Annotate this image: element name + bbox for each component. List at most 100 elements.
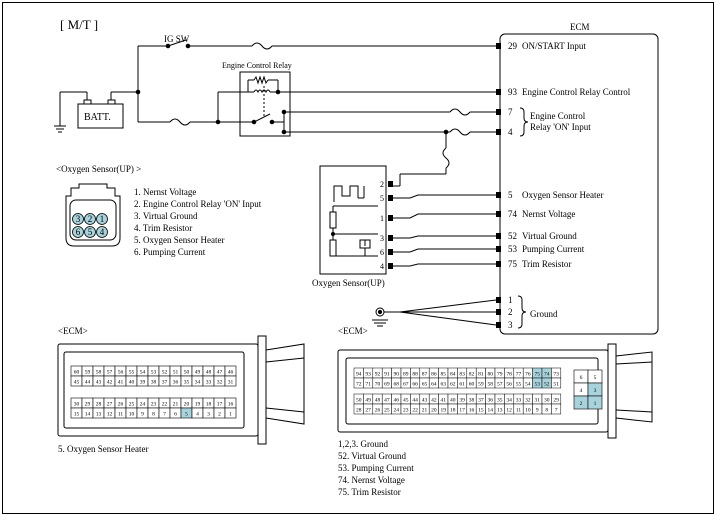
ecm-right-cell-number: 12	[506, 408, 512, 414]
ecm-left-cell-number: 49	[195, 370, 201, 376]
ecm-right-cell-number: 93	[365, 372, 371, 378]
ecm-right-cell-number: 67	[403, 382, 409, 388]
sensor-pin-terminal	[388, 215, 393, 221]
ecm-right-cell-number: 18	[450, 408, 456, 414]
ecm-right-cell-number: 77	[516, 372, 522, 378]
ecm-left-cell-number: 15	[74, 412, 80, 418]
ecm-right-cell-number: 45	[403, 398, 409, 404]
ecm-left-cell-number: 38	[151, 380, 157, 386]
ecm-left-cell	[224, 407, 237, 419]
ecm-pin-number: 4	[508, 127, 513, 137]
ecm-left-cell-number: 20	[184, 402, 190, 408]
ecm-left-cell-number: 58	[96, 370, 102, 376]
ecm-right-cell-number: 87	[422, 372, 428, 378]
ecm-right-cell-number: 22	[412, 408, 418, 414]
ecm-left-cell-number: 36	[173, 380, 179, 386]
ecm-pin-number: 74	[508, 209, 518, 219]
ecm-left-cell-number: 3	[207, 412, 210, 418]
sensor-legend-item: 2. Engine Control Relay 'ON' Input	[134, 199, 262, 209]
ecm-left-cell-number: 6	[174, 412, 177, 418]
ecm-right-cell-number: 90	[394, 372, 400, 378]
ecm-left-cell-number: 43	[96, 380, 102, 386]
battery-wiring	[124, 46, 254, 126]
ecm-left-cell-number: 46	[228, 370, 234, 376]
ecm-right-cell-number: 52	[544, 382, 550, 388]
ecm-right-legend-item: 52. Virtual Ground	[338, 451, 407, 461]
ecm-left-cell-number: 18	[206, 402, 212, 408]
ecm-right-cell	[551, 403, 562, 415]
sensor-pin-number: 3	[380, 234, 384, 243]
ecm-right-cell-number: 7	[555, 408, 558, 414]
sensor-wire	[393, 213, 496, 219]
sensor-pin-number: 5	[380, 194, 384, 203]
ecm-left-cell-number: 22	[162, 402, 168, 408]
ecm-right-cell-number: 31	[535, 398, 541, 404]
relay-label: Engine Control Relay	[222, 61, 292, 70]
ecm-right-cell-number: 26	[375, 408, 381, 414]
ecm-right-cell-number: 71	[365, 382, 371, 388]
ecm-pin-number: 52	[508, 231, 517, 241]
ecm-left-cell-number: 26	[118, 402, 124, 408]
ecm-right-cell-number: 92	[375, 372, 381, 378]
ecm-left-cell-number: 50	[184, 370, 190, 376]
outer-frame	[2, 2, 714, 514]
ground-label: Ground	[530, 309, 558, 319]
ecm-pin-number: 3	[508, 320, 513, 330]
sensor-connector-pin-number: 3	[76, 214, 81, 224]
ecm-right-cell-number: 35	[497, 398, 503, 404]
ecm-right-side-cell-number: 4	[580, 388, 583, 394]
ecm-right-cell-number: 91	[384, 372, 390, 378]
ecm-right-cell-number: 21	[422, 408, 428, 414]
ecm-right-cell-number: 83	[459, 372, 465, 378]
ecm-left-cell-number: 37	[162, 380, 168, 386]
ecm-left-cell-number: 2	[218, 412, 221, 418]
ecm-right-legend-item: 53. Pumping Current	[338, 463, 414, 473]
ecm-left-cell-number: 42	[107, 380, 113, 386]
ig-sw-label: IG SW	[164, 34, 190, 44]
oxygen-sensor	[319, 165, 387, 275]
ecm-left-cell-number: 39	[140, 380, 146, 386]
sensor-connector-title: <Oxygen Sensor(UP) >	[56, 164, 141, 174]
ecm-right-cell-number: 70	[375, 382, 381, 388]
sensor-connector-pin-number: 4	[100, 227, 105, 237]
ecm-right-cell-number: 65	[422, 382, 428, 388]
ecm-left-cell-number: 24	[140, 402, 146, 408]
ecm-right-cell-number: 48	[375, 398, 381, 404]
ecm-left-cell-number: 45	[74, 380, 80, 386]
ecm-right-cell-number: 41	[441, 398, 447, 404]
ecm-right-cell-number: 79	[497, 372, 503, 378]
ecm-right-cell-number: 53	[535, 382, 541, 388]
ecm-right-cell-number: 13	[497, 408, 503, 414]
ecm-right-cell-number: 84	[450, 372, 456, 378]
ecm-right-cell-number: 50	[356, 398, 362, 404]
ecm-right-cell-number: 59	[478, 382, 484, 388]
ecm-left-cell-number: 48	[206, 370, 212, 376]
ecm-pin-label: Trim Resistor	[522, 259, 571, 269]
ecm-right-legend-item: 1,2,3. Ground	[338, 439, 388, 449]
sensor-connector-pin	[84, 213, 96, 225]
ecm-pin-terminal	[496, 129, 501, 135]
ecm-left-cell-number: 41	[118, 380, 124, 386]
sensor-connector-pin-number: 1	[100, 214, 105, 224]
sensor-legend-item: 4. Trim Resistor	[134, 223, 192, 233]
ecm-right-cell-number: 9	[536, 408, 539, 414]
relay-input-label-1: Engine Control	[530, 111, 586, 121]
relay-input-brace	[519, 107, 529, 137]
ecm-left-cell-number: 28	[96, 402, 102, 408]
ecm-left-cell-number: 16	[228, 402, 234, 408]
ecm-left-cell-number: 11	[118, 412, 124, 418]
sensor-pin-number: 6	[380, 248, 384, 257]
ecm-right-cell-number: 72	[356, 382, 362, 388]
ecm-pin-label: Virtual Ground	[522, 231, 577, 241]
sensor-pin-terminal	[388, 249, 393, 255]
ecm-right-cell-number: 33	[516, 398, 522, 404]
ecm-pin-label: ON/START Input	[522, 41, 586, 51]
ecm-right-cell-number: 73	[553, 372, 559, 378]
ecm-right-cell-number: 32	[525, 398, 531, 404]
ecm-right-cell-number: 46	[394, 398, 400, 404]
ecm-left-cell-number: 33	[206, 380, 212, 386]
ecm-right-cell-number: 86	[431, 372, 437, 378]
